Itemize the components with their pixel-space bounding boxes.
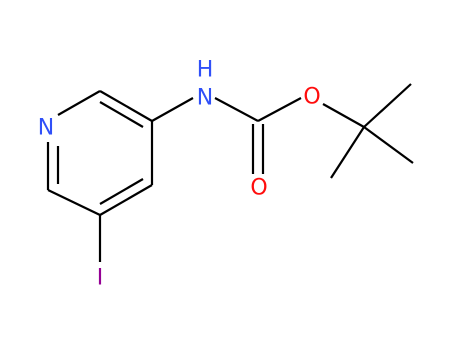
bond-n1-c2 xyxy=(57,90,101,116)
bond-cq-me-right xyxy=(363,126,414,164)
atom-o-ester: O xyxy=(303,85,320,110)
bond-c4-c5-inner xyxy=(99,178,144,205)
bond-carbonyl-c-o-ester xyxy=(257,97,302,122)
bond-o-ester-cq xyxy=(322,103,365,128)
atom-h-amide: H xyxy=(197,58,214,83)
atom-n-amide: N xyxy=(197,86,213,111)
bond-cq-me-up xyxy=(363,83,412,128)
bond-cq-me-down xyxy=(330,126,365,179)
bond-c2-c3 xyxy=(99,90,153,122)
pyridine-ring xyxy=(46,90,154,216)
bond-c4-c5 xyxy=(99,184,153,216)
carbamate-chain xyxy=(151,83,414,179)
bond-c2-c3-inner xyxy=(99,101,144,128)
atom-iodine: I xyxy=(97,266,104,291)
atom-o-carbonyl: O xyxy=(250,176,267,201)
bond-c5-c6 xyxy=(47,189,101,216)
atom-n-ring: N xyxy=(38,116,54,141)
bond-nh-carbonyl-c xyxy=(214,97,259,122)
bond-c3-nh xyxy=(151,97,194,122)
